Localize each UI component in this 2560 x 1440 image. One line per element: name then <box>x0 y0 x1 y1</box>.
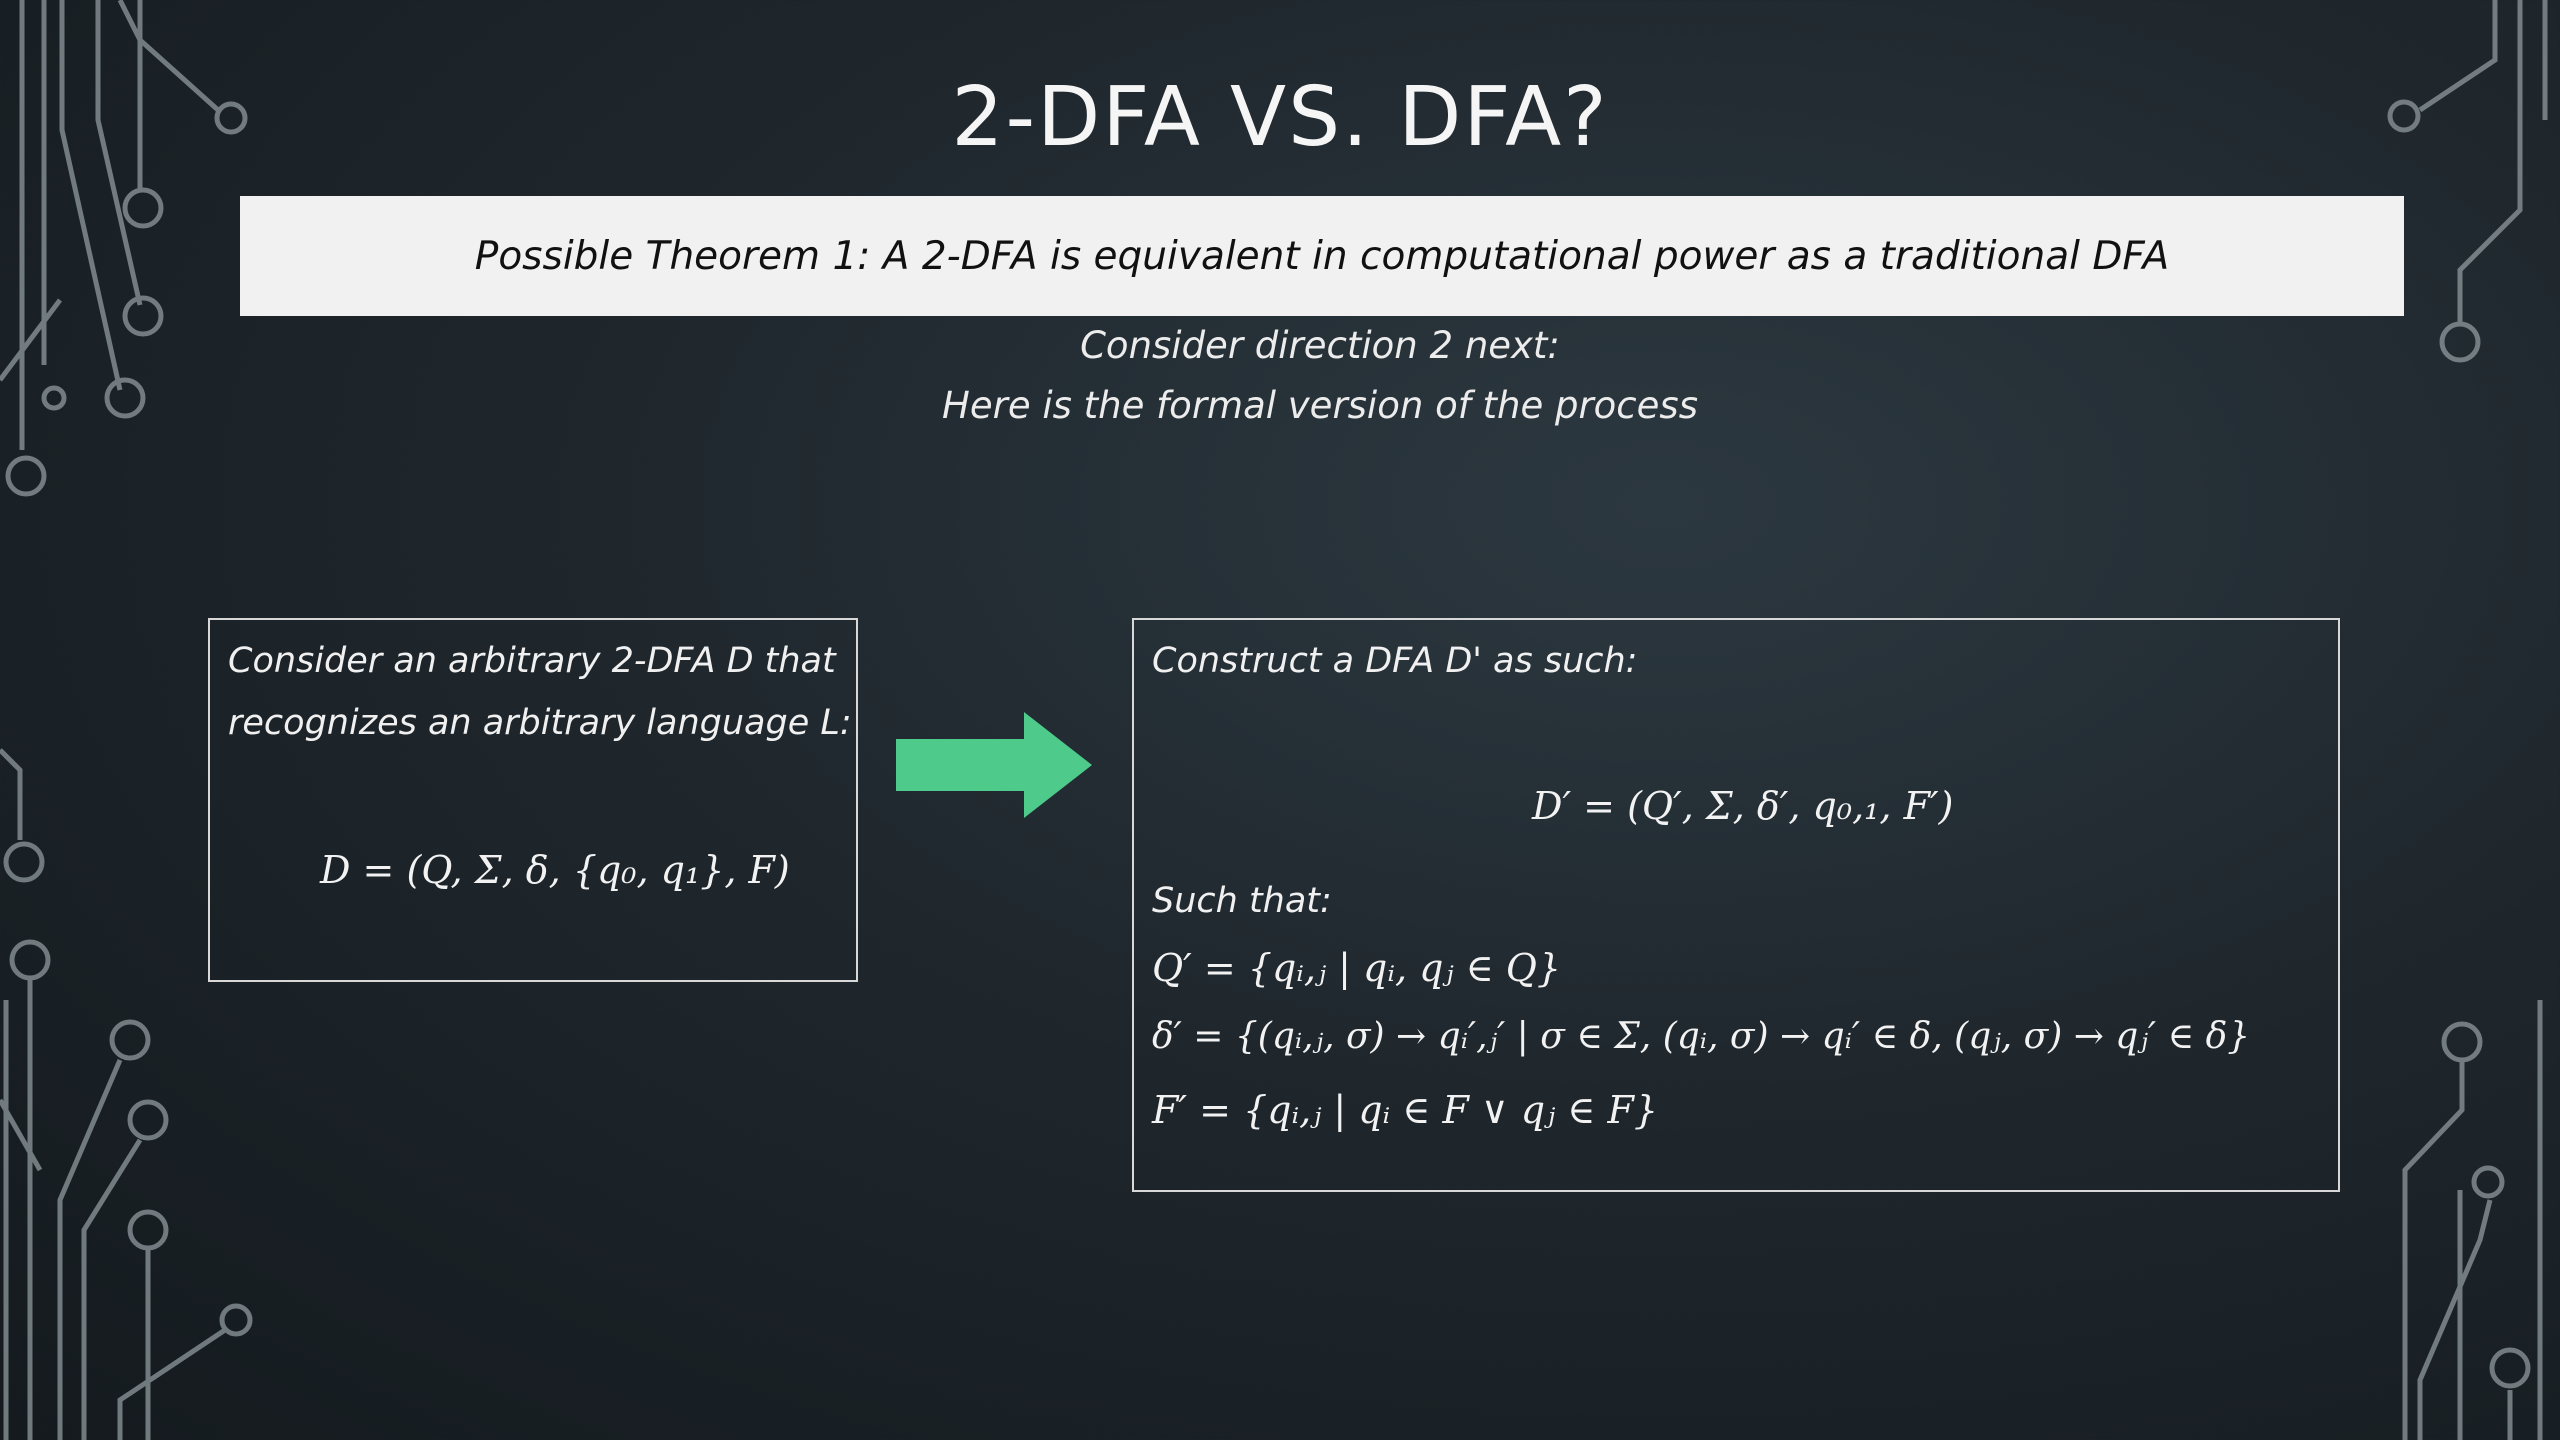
left-panel: Consider an arbitrary 2-DFA D that recog… <box>208 618 858 982</box>
right-panel-heading: Construct a DFA D' as such: <box>1152 641 1638 681</box>
left-panel-line-2: recognizes an arbitrary language L: <box>228 703 852 743</box>
subtitle-line-1: Consider direction 2 next: <box>1080 324 1560 367</box>
slide-title: 2-DFA VS. DFA? <box>951 70 1609 165</box>
theorem-banner: Possible Theorem 1: A 2-DFA is equivalen… <box>240 196 2404 316</box>
right-arrow-icon <box>896 712 1092 818</box>
subtitle-line-2: Here is the formal version of the proces… <box>942 384 1698 427</box>
right-panel: Construct a DFA D' as such: D′ = (Q′, Σ,… <box>1132 618 2340 1192</box>
theorem-text: Possible Theorem 1: A 2-DFA is equivalen… <box>474 233 2170 279</box>
f-prime-definition: F′ = {qᵢ,ⱼ | qᵢ ∈ F ∨ qⱼ ∈ F} <box>1152 1088 1659 1132</box>
delta-prime-definition: δ′ = {(qᵢ,ⱼ, σ) → qᵢ′,ⱼ′ | σ ∈ Σ, (qᵢ, σ… <box>1152 1016 2251 1057</box>
left-panel-formula: D = (Q, Σ, δ, {q₀, q₁}, F) <box>320 848 790 892</box>
left-panel-line-1: Consider an arbitrary 2-DFA D that <box>228 641 836 681</box>
q-prime-definition: Q′ = {qᵢ,ⱼ | qᵢ, qⱼ ∈ Q} <box>1152 946 1562 990</box>
right-panel-formula: D′ = (Q′, Σ, δ′, q₀,₁, F′) <box>1532 784 1954 828</box>
such-that-label: Such that: <box>1152 881 1332 921</box>
